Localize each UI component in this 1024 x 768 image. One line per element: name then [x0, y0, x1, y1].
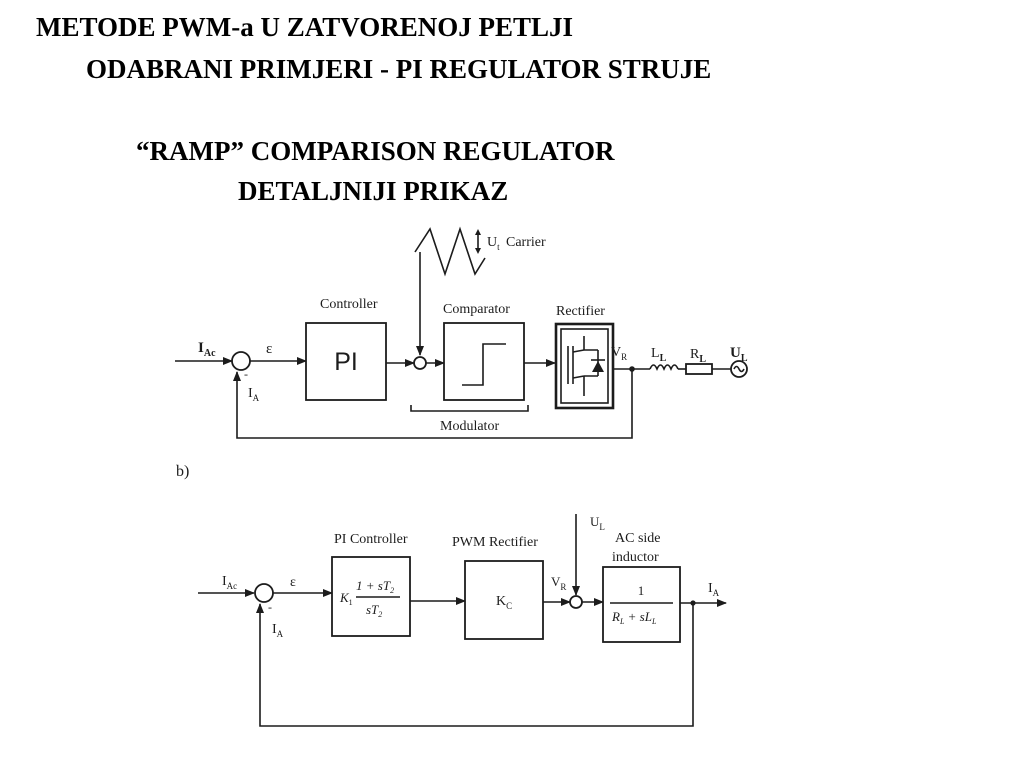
svg-text:RL + sLL: RL + sLL — [611, 609, 657, 626]
slide-subtitle-line1: “RAMP” COMPARISON REGULATOR — [136, 136, 615, 166]
inductor-block — [602, 566, 681, 643]
ul-label: UL — [730, 345, 748, 364]
iac-label-b: IAc — [222, 574, 237, 591]
epsilon-label: ε — [266, 341, 272, 357]
pi-controller-text: PI — [334, 348, 358, 376]
carrier-ut-label: Ut — [487, 235, 500, 252]
comparator-label: Comparator — [443, 302, 510, 317]
rectifier-label: Rectifier — [556, 304, 605, 319]
inductor-coil — [649, 364, 679, 371]
diagram-b: b) IAc - IA ε PI Controller K1 1 + sT2 s… — [176, 463, 727, 727]
resistor — [685, 363, 713, 375]
comparator-block — [443, 322, 525, 401]
pi-controller-label: PI Controller — [334, 532, 408, 547]
feedback-line-b — [256, 603, 694, 727]
modulator-label: Modulator — [440, 419, 499, 434]
carrier-amplitude-arrow — [475, 229, 481, 254]
ll-label: LL — [651, 346, 667, 364]
kc-gain: KC — [496, 594, 512, 611]
rl-label: RL — [690, 347, 706, 365]
slide-title-line1: METODE PWM-a U ZATVORENOJ PETLJI — [36, 12, 573, 42]
modulator-bracket — [410, 405, 529, 412]
controller-label: Controller — [320, 297, 378, 312]
ia-feedback-label: IA — [272, 622, 284, 639]
rectifier-switch-diode-icon — [567, 336, 605, 396]
pi-transfer-function: K1 1 + sT2 sT2 — [339, 578, 400, 619]
epsilon-label-b: ε — [290, 575, 296, 590]
feedback-line — [233, 369, 633, 439]
comparator-junction — [413, 356, 427, 370]
ia-label: IA — [248, 386, 260, 403]
pwm-rectifier-label: PWM Rectifier — [452, 535, 538, 550]
carrier-label: Carrier — [506, 235, 546, 250]
pi-controller-block — [305, 322, 387, 401]
slide-title-line2: ODABRANI PRIMJERI - PI REGULATOR STRUJE — [86, 54, 712, 84]
vr-label: VR — [611, 345, 627, 362]
ac-side-label: AC side — [615, 531, 661, 546]
minus-sign-b: - — [268, 600, 272, 614]
iac-label: IAc — [198, 340, 216, 359]
carrier-waveform — [414, 226, 486, 277]
inductor-transfer-function: 1 RL + sLL — [610, 583, 673, 626]
comparator-step-symbol — [462, 343, 506, 386]
pwm-rectifier-block — [464, 560, 544, 640]
svg-text:1 + sT2: 1 + sT2 — [356, 578, 394, 595]
vr-summing-junction — [569, 595, 583, 609]
ul-label-b: UL — [590, 514, 605, 532]
diagram-a: Ut Carrier IAc - ε Controller PI Compara… — [175, 226, 748, 439]
slide-subtitle-line2: DETALJNIJI PRIKAZ — [238, 176, 509, 206]
rectifier-inner-frame — [560, 328, 609, 404]
svg-text:1: 1 — [638, 583, 645, 598]
panel-b-label: b) — [176, 463, 189, 480]
vr-label-b: VR — [551, 574, 566, 592]
minus-sign: - — [244, 367, 248, 381]
svg-text:sT2: sT2 — [366, 602, 382, 619]
svg-text:K1: K1 — [339, 590, 353, 607]
inductor-label: inductor — [612, 550, 659, 565]
ia-output-label: IA — [708, 581, 720, 598]
